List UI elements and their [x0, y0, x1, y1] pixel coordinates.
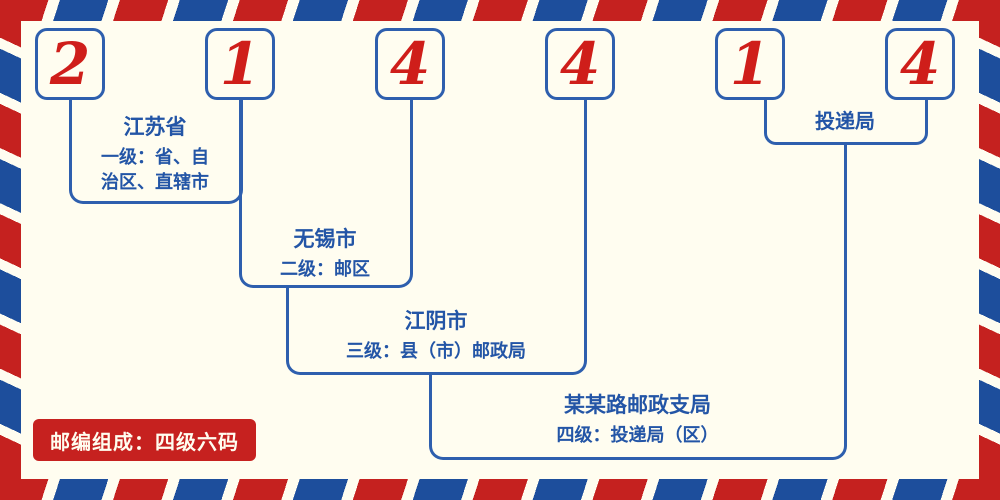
digit-2: 1 [219, 30, 261, 98]
airmail-border-bottom [0, 479, 1000, 500]
label-level2-name: 无锡市 [293, 227, 357, 251]
digit-4: 4 [559, 30, 601, 98]
label-level2-desc: 二级：邮区 [280, 259, 370, 280]
digit-5: 1 [729, 30, 771, 98]
label-delivery-office: 投递局 [765, 108, 925, 134]
label-level3: 江阴市 三级：县（市）邮政局 [289, 308, 583, 364]
digit-box-1: 2 [35, 28, 105, 100]
airmail-border-top [0, 0, 1000, 21]
label-level1-desc: 一级：省、自 治区、直辖市 [101, 147, 209, 193]
digit-3: 4 [389, 30, 431, 98]
label-level1: 江苏省 一级：省、自 治区、直辖市 [70, 114, 240, 195]
connector-bracket-level4 [428, 374, 847, 460]
digit-6: 4 [899, 30, 941, 98]
connector-line-digit4 [583, 100, 587, 288]
digit-box-6: 4 [885, 28, 955, 100]
label-delivery-office-name: 投递局 [815, 109, 875, 133]
airmail-border-right [979, 21, 1000, 479]
digit-box-2: 1 [205, 28, 275, 100]
label-level1-name: 江苏省 [123, 115, 187, 139]
connector-bracket-delivery [763, 100, 928, 145]
connector-bracket-level2 [238, 100, 413, 288]
airmail-border-left [0, 21, 21, 479]
composition-badge: 邮编组成：四级六码 [33, 419, 256, 461]
digit-box-5: 1 [715, 28, 785, 100]
label-level2: 无锡市 二级：邮区 [242, 226, 408, 282]
digit-box-3: 4 [375, 28, 445, 100]
connector-bracket-level3 [285, 285, 587, 375]
label-level4-desc: 四级：投递局（区） [556, 425, 719, 446]
digit-1: 2 [49, 30, 91, 98]
label-level4-name: 某某路邮政支局 [564, 393, 711, 417]
composition-badge-text: 邮编组成：四级六码 [50, 429, 239, 454]
connector-line-delivery [843, 143, 847, 377]
label-level3-name: 江阴市 [404, 309, 468, 333]
digit-box-4: 4 [545, 28, 615, 100]
label-level4: 某某路邮政支局 四级：投递局（区） [432, 392, 843, 448]
label-level3-desc: 三级：县（市）邮政局 [346, 341, 526, 362]
